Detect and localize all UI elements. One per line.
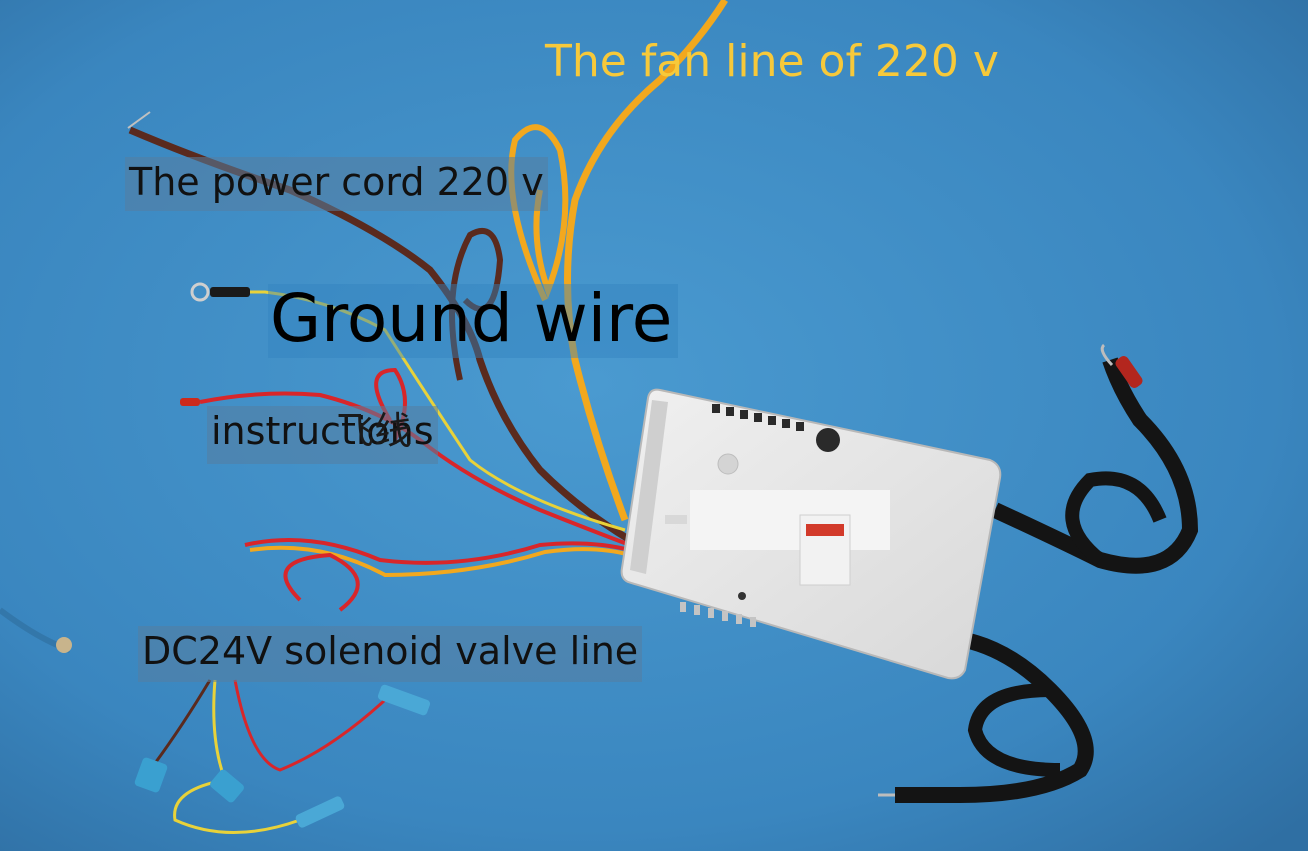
solenoid-wire-knot [283, 552, 360, 612]
ground-wire [215, 290, 626, 532]
pushpin [56, 637, 72, 653]
ground-terminal-sleeve [210, 287, 250, 297]
spade-terminal-a [134, 757, 168, 793]
ground-ring-terminal [190, 282, 210, 302]
power-cord-label: The power cord 220 v [125, 157, 548, 211]
instructions-label: instructions [207, 406, 438, 464]
instruction-led [180, 398, 200, 406]
ground-wire-label: Ground wire [268, 284, 679, 358]
hv-tip-upper [1100, 343, 1114, 367]
ignition-controller [620, 388, 1002, 680]
solenoid-lead-d [173, 778, 301, 834]
spade-terminal-b [210, 769, 244, 803]
solenoid-wire-yellow [249, 545, 631, 578]
fan-line-label: The fan line of 220 v [545, 36, 999, 87]
hv-cable-lower [895, 632, 1094, 804]
fan-wire [564, 0, 728, 522]
spade-terminal-d [295, 796, 345, 828]
power-cord-tip [127, 111, 151, 129]
hv-boot-red [1115, 356, 1143, 388]
hv-cable-lower-loop [967, 683, 1061, 777]
spade-terminal-c [377, 684, 431, 716]
instructions-chinese-label: 飞线 [336, 409, 413, 453]
hv-cable-upper [991, 357, 1199, 574]
solenoid-valve-label: DC24V solenoid valve line [138, 626, 643, 682]
solenoid-wire-red [244, 538, 631, 565]
power-cord-loop [449, 227, 504, 381]
hv-cable-upper-loop [1065, 471, 1167, 566]
solenoid-lead-c [233, 679, 387, 772]
